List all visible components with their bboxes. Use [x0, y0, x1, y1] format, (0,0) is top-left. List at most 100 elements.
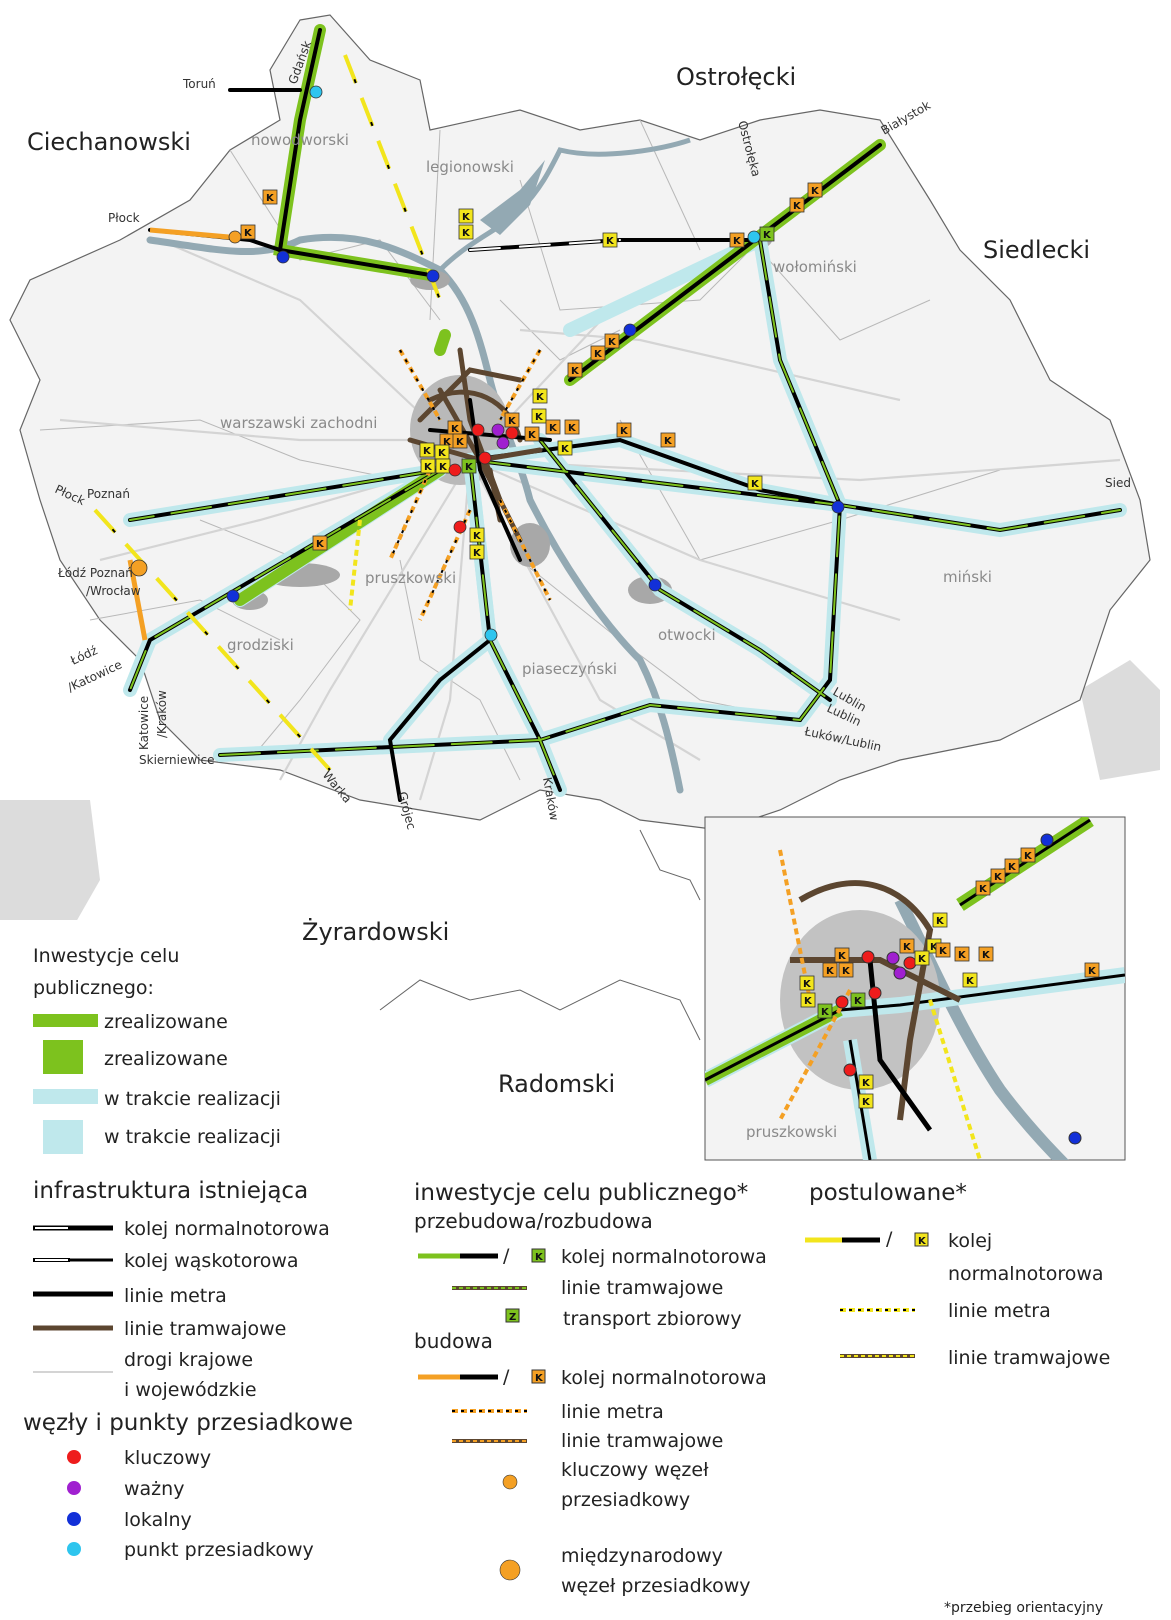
k-marker	[729, 232, 745, 248]
k-marker	[602, 232, 618, 248]
k-marker-label: K	[804, 996, 813, 1007]
k-marker	[590, 345, 606, 361]
k-marker	[759, 226, 775, 242]
neighbour-area-sw	[0, 800, 100, 950]
k-marker-label: K	[751, 479, 760, 490]
legend-item: kolej wąskotorowa	[124, 1250, 299, 1272]
k-marker	[990, 868, 1006, 884]
region-area	[9, 14, 1151, 831]
k-marker-label: K	[508, 416, 517, 427]
k-marker	[954, 946, 970, 962]
k-marker-label: K	[793, 201, 802, 212]
district-label: pruszkowski	[365, 569, 456, 587]
k-marker-label: K	[549, 423, 558, 434]
direction-label: Toruń	[182, 77, 216, 91]
k-marker-label: K	[803, 979, 812, 990]
region-label: Ciechanowski	[27, 128, 191, 156]
k-marker-label: K	[456, 437, 465, 448]
k-marker	[262, 189, 278, 205]
legend-swatch-progress-line	[33, 1089, 98, 1104]
k-marker	[545, 419, 561, 435]
k-marker-label: K	[423, 446, 432, 457]
legend-item: zrealizowane	[104, 1011, 228, 1033]
k-marker	[822, 962, 838, 978]
k-marker-label: K	[451, 424, 460, 435]
k-marker-label: K	[930, 942, 939, 953]
legend-item: kolej normalnotorowa	[561, 1367, 767, 1389]
legend-node-swatch	[67, 1450, 81, 1464]
k-marker	[435, 458, 451, 474]
k-marker-label: K	[244, 228, 253, 239]
neighbour-border	[379, 979, 701, 1041]
k-marker-label: K	[1088, 966, 1097, 977]
k-marker	[1004, 858, 1020, 874]
k-marker-label: K	[733, 236, 742, 247]
build-rail	[127, 227, 241, 641]
legend-item: linie tramwajowe	[561, 1277, 723, 1299]
legend-item: ważny	[124, 1478, 184, 1500]
district-label: nowodworski	[251, 131, 349, 149]
postulated-rail	[93, 54, 442, 772]
k-marker-label: K	[966, 976, 975, 987]
k-marker-label: K	[994, 872, 1003, 883]
k-marker-label: K	[763, 230, 772, 241]
inset-district-label: pruszkowski	[746, 1123, 837, 1141]
legend-swatch-progress-area	[43, 1120, 83, 1154]
k-marker	[419, 442, 435, 458]
k-marker	[458, 224, 474, 240]
k-marker-label: K	[561, 444, 570, 455]
legend-item: kolej	[948, 1230, 992, 1252]
k-marker-label: K	[821, 1007, 830, 1018]
k-marker-label: K	[594, 349, 603, 360]
neighbour-area-e	[1080, 660, 1160, 780]
k-marker-label: K	[982, 950, 991, 961]
k-marker-label: K	[473, 531, 482, 542]
k-marker-label: K	[1008, 862, 1017, 873]
k-marker-label: K	[528, 430, 537, 441]
k-marker-label: K	[535, 412, 544, 423]
legend-swatch-realized-line	[33, 1014, 98, 1027]
k-marker	[1084, 962, 1100, 978]
district-label: piaseczyński	[522, 660, 617, 678]
k-marker-label: K	[958, 950, 967, 961]
legend-swatch-realized-area	[43, 1040, 83, 1074]
k-marker-label: K	[443, 437, 452, 448]
k-marker	[531, 408, 547, 424]
legend-build-title: budowa	[414, 1329, 493, 1353]
legend-item: lokalny	[124, 1509, 192, 1531]
reservoir-zegrze	[480, 160, 545, 235]
k-marker-label: K	[903, 942, 912, 953]
k-marker	[800, 992, 816, 1008]
k-marker-label: K	[439, 462, 448, 473]
k-marker	[935, 942, 951, 958]
k-marker	[799, 975, 815, 991]
k-marker	[914, 950, 930, 966]
k-marker-label: K	[606, 236, 615, 247]
k-marker	[567, 362, 583, 378]
direction-label: Płock	[108, 211, 140, 225]
legend-slash: /	[503, 1366, 510, 1388]
legend-item: linie tramwajowe	[948, 1347, 1110, 1369]
legend-k-orange	[531, 1369, 546, 1384]
legend-note: *przebieg orientacyjny	[944, 1600, 1103, 1616]
legend-node-swatch	[499, 1559, 521, 1581]
legend-z-green	[505, 1308, 520, 1323]
legend-item: węzeł przesiadkowy	[561, 1575, 750, 1597]
k-marker-label: K	[568, 423, 577, 434]
k-marker	[807, 182, 823, 198]
k-marker	[747, 475, 763, 491]
legend-item: drogi krajowe	[124, 1349, 253, 1371]
legend-item: transport zbiorowy	[563, 1308, 742, 1330]
k-marker	[975, 880, 991, 896]
k-marker-label: K	[438, 448, 447, 459]
legend-k-green	[531, 1248, 546, 1263]
legend-invest-title: Inwestycje celu	[33, 945, 179, 967]
legend-item: w trakcie realizacji	[104, 1126, 281, 1148]
k-marker-label: K	[842, 966, 851, 977]
k-marker	[789, 197, 805, 213]
district-label: otwocki	[658, 626, 716, 644]
legend-k-label: K	[535, 1373, 544, 1384]
